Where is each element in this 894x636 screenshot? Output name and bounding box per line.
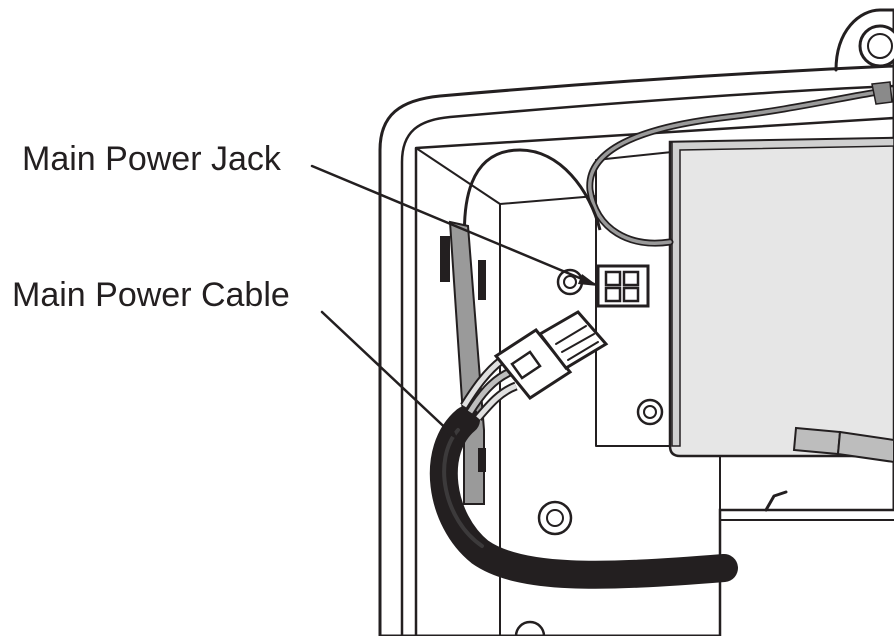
main-power-cable bbox=[429, 406, 738, 589]
mounting-plate bbox=[595, 151, 721, 521]
cable-plug bbox=[493, 310, 609, 400]
screw-boss-lower bbox=[537, 500, 573, 536]
main-power-cable-label: Main Power Cable bbox=[12, 276, 290, 314]
lower-component bbox=[718, 490, 894, 636]
cable-wires bbox=[460, 356, 518, 421]
black-wire bbox=[462, 148, 602, 261]
main-power-jack bbox=[596, 264, 650, 308]
mounting-tab bbox=[834, 8, 894, 72]
electronics-board bbox=[668, 136, 894, 464]
inner-housing bbox=[414, 116, 894, 636]
main-power-jack-label: Main Power Jack bbox=[22, 140, 282, 178]
gray-wire bbox=[586, 81, 893, 247]
cable-leader-line bbox=[320, 310, 458, 440]
enclosure-outline bbox=[378, 64, 894, 636]
screw-boss-middle bbox=[636, 398, 664, 426]
screw-boss-bottom bbox=[514, 620, 546, 636]
jack-leader-line bbox=[310, 164, 598, 286]
